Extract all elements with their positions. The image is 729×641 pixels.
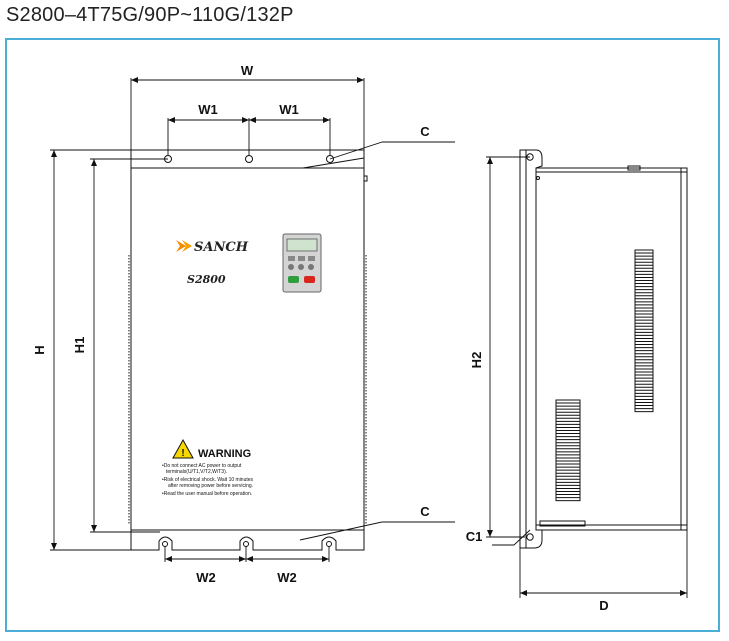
front-fins [128, 255, 367, 525]
warning-line: •Read the user manual before operation. [162, 491, 252, 497]
keypad-display [286, 238, 318, 252]
dim-label-h2: H2 [469, 352, 484, 369]
side-view [519, 149, 688, 549]
mount-hole [245, 155, 253, 163]
front-body [130, 167, 365, 531]
side-dimensions [486, 156, 688, 598]
brand-text: SANCH [194, 240, 249, 255]
dim-label-c1: C1 [466, 529, 483, 544]
dim-label-w: W [241, 63, 254, 78]
brand-logo: SANCH S2800 [176, 240, 249, 286]
warning-heading: WARNING [198, 448, 251, 460]
side-body [535, 167, 688, 531]
side-vents [555, 249, 654, 502]
mount-hole [326, 541, 332, 547]
page-title: S2800–4T75G/90P~110G/132P [6, 4, 294, 26]
mount-hole [526, 533, 534, 541]
dim-label-w2: W2 [196, 570, 216, 585]
dim-label-h: H [32, 345, 47, 354]
model-text: S2800 [187, 273, 226, 286]
mount-hole [326, 155, 334, 163]
vent-block [555, 399, 581, 502]
mount-hole [243, 541, 249, 547]
mount-hole [162, 541, 168, 547]
front-dimensions [50, 77, 455, 562]
dim-label-d: D [599, 598, 608, 613]
svg-text:!: ! [181, 448, 184, 459]
dim-label-c: C [420, 504, 430, 519]
side-tab [363, 175, 368, 182]
dim-label-w1: W1 [279, 102, 299, 117]
dim-label-c: C [420, 124, 430, 139]
warning-label: ! WARNING •Do not connect AC power to ou… [162, 438, 254, 497]
keypad [282, 233, 322, 293]
warning-line: terminals(U/T1,V/T2,W/T3). [166, 469, 227, 475]
warning-icon [172, 438, 194, 459]
warning-line: after removing power before servicing. [168, 483, 253, 489]
warning-line: •Do not connect AC power to output [162, 463, 242, 469]
front-view [130, 149, 368, 551]
logo-mark [176, 240, 186, 252]
vent-block [634, 249, 654, 413]
diagram-frame [5, 38, 720, 632]
dim-label-h1: H1 [72, 337, 87, 354]
run-key [288, 276, 299, 283]
dim-label-w1: W1 [198, 102, 218, 117]
dim-label-w2: W2 [277, 570, 297, 585]
stop-key [304, 276, 315, 283]
front-bottom-flange [130, 529, 365, 551]
warning-line: •Risk of electrical shock. Wait 10 minut… [162, 477, 254, 483]
